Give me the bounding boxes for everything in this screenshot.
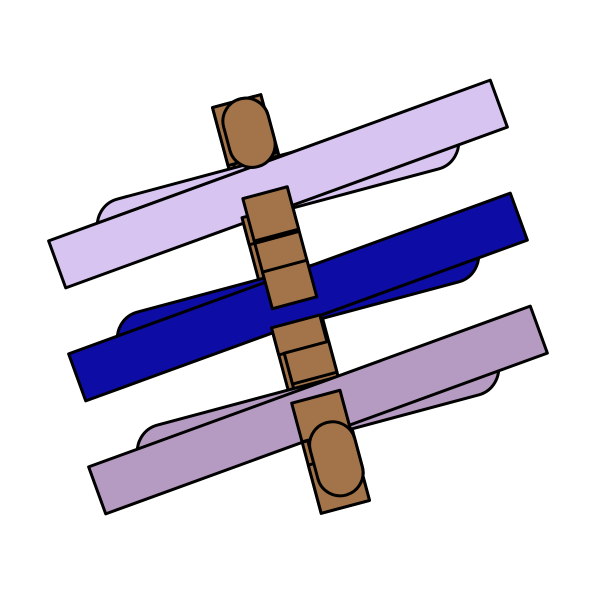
- front-brown-strip-over-segments: [221, 96, 365, 498]
- lavender-group: [47, 78, 509, 290]
- front-brown-over-top: [221, 96, 277, 169]
- front-brown-over-bottom: [308, 420, 365, 498]
- front-brown-over-navy-square: [261, 258, 319, 311]
- front-brown-over-mauve-round: [282, 339, 339, 386]
- front-brown-over-lavender-square: [241, 185, 301, 243]
